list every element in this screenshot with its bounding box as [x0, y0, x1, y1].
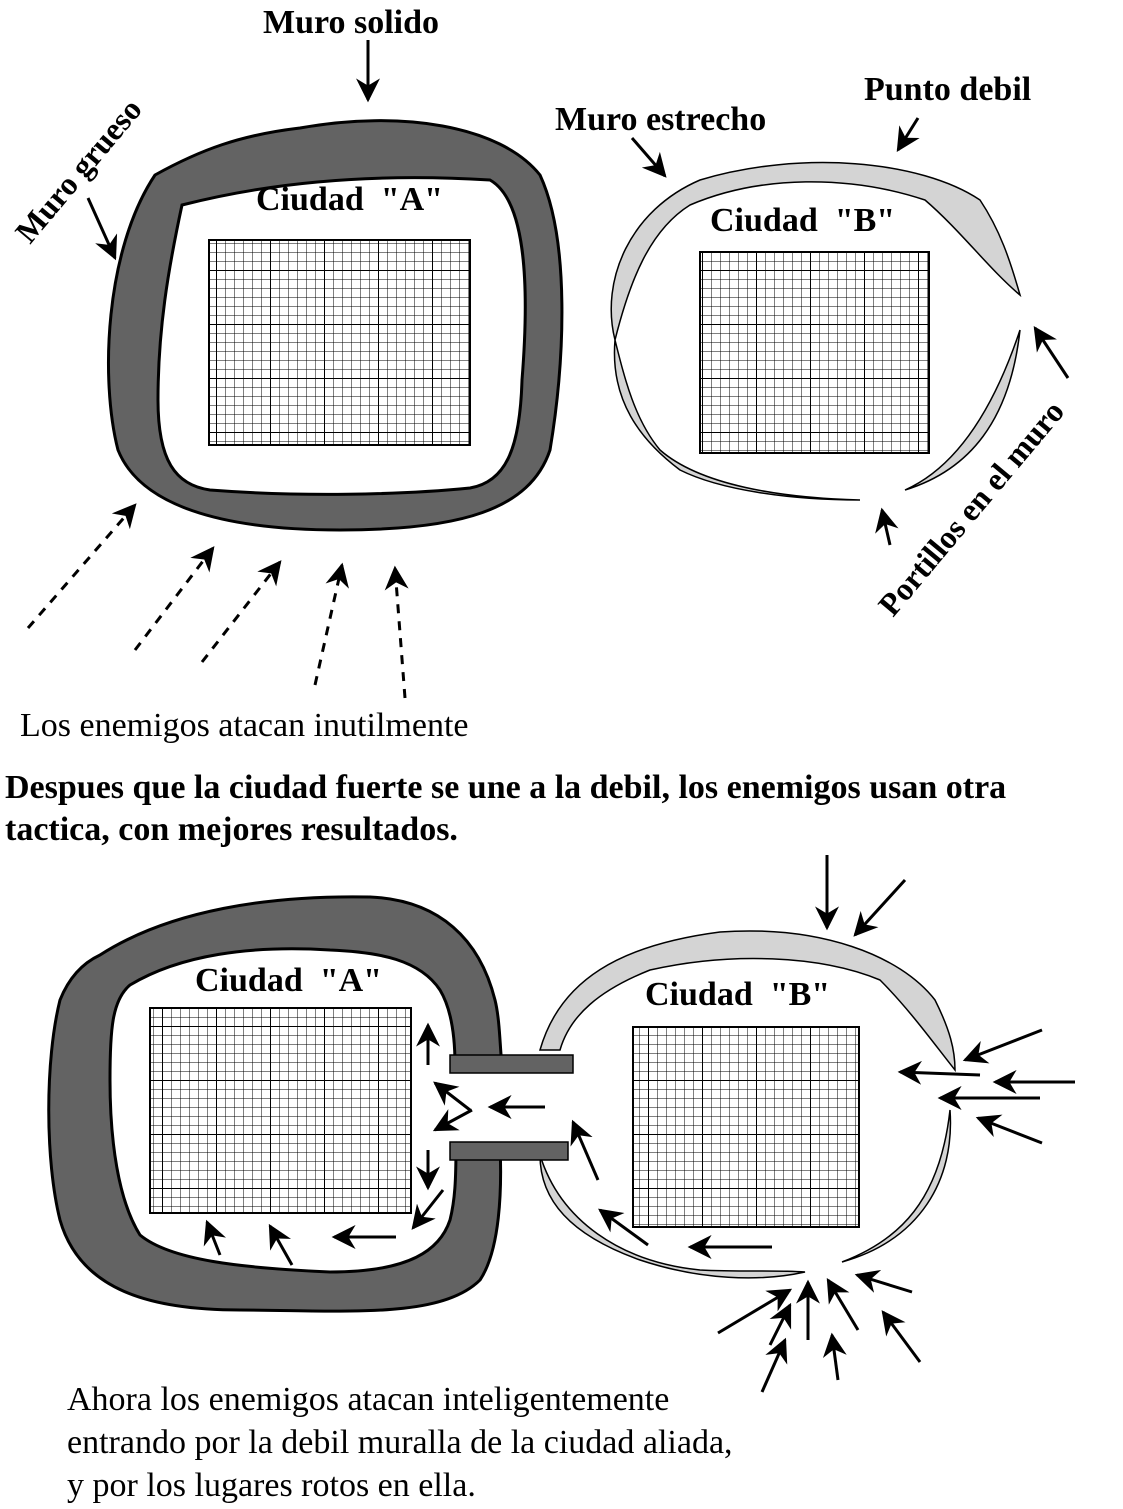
city-a-label-top: Ciudad "A": [256, 181, 443, 218]
city-b-thin-wall-bottom: [539, 930, 956, 1279]
city-a-grid: [208, 239, 471, 446]
arrow-narrow-wall: [630, 137, 667, 178]
arrow-breach-1: [1033, 325, 1070, 379]
label-narrow-wall: Muro estrecho: [555, 101, 766, 138]
dashed-attack-arrows: [26, 503, 409, 699]
dashed-arrow: [26, 503, 137, 629]
attack-arrow: [411, 1189, 445, 1230]
attack-arrow: [975, 1114, 1043, 1145]
city-a-thick-wall: [106, 119, 564, 532]
attack-arrows: [203, 855, 1075, 1393]
corridor-wall-bottom: [449, 1141, 569, 1161]
attack-arrow: [203, 1219, 227, 1256]
dashed-arrow: [384, 565, 409, 699]
city-a-thick-wall-bottom: [47, 895, 504, 1313]
arrow-breach-2: [875, 507, 899, 546]
city-a-label-bottom: Ciudad "A": [195, 962, 382, 999]
arrow-weak-point: [896, 117, 920, 153]
attack-arrow: [822, 1332, 847, 1381]
attack-arrow: [826, 1277, 860, 1331]
middle-explanation: Despues que la ciudad fuerte se une a la…: [5, 769, 1007, 848]
city-b-grid-bottom: [632, 1026, 860, 1228]
city-b-label-top: Ciudad "B": [710, 202, 895, 239]
top-diagram: Muro solido Muro grueso Muro estrecho Pu…: [8, 4, 1071, 744]
attack-arrow: [268, 1223, 294, 1266]
attack-arrow: [897, 1060, 981, 1085]
label-thick-wall: Muro grueso: [8, 91, 149, 249]
attack-arrow: [962, 1028, 1043, 1064]
city-b-grid: [699, 251, 930, 454]
arrow-thick-wall: [86, 197, 118, 261]
attack-arrow: [598, 1208, 649, 1247]
city-a-grid-bottom: [149, 1007, 412, 1214]
attack-arrow: [854, 1269, 913, 1294]
attack-arrow: [570, 1119, 600, 1181]
attack-arrow: [760, 1337, 788, 1393]
attack-arrow: [432, 1108, 473, 1132]
dashed-arrow: [313, 562, 349, 686]
bottom-diagram: Ciudad "A" Ciudad "B": [47, 855, 1075, 1393]
city-b-thin-wall: [610, 161, 1022, 501]
caption-bottom: Ahora los enemigos atacan inteligentemen…: [67, 1381, 733, 1504]
attack-arrow: [853, 878, 907, 937]
label-solid-wall: Muro solido: [263, 4, 439, 41]
label-weak-point: Punto debil: [864, 71, 1031, 108]
caption-top: Los enemigos atacan inutilmente: [20, 707, 468, 744]
attack-arrow: [881, 1310, 922, 1363]
dashed-arrow: [200, 560, 282, 663]
city-b-label-bottom: Ciudad "B": [645, 976, 830, 1013]
dashed-arrow: [133, 546, 215, 651]
attack-arrow: [433, 1081, 471, 1112]
attack-arrow: [717, 1288, 793, 1335]
attack-arrow: [768, 1302, 792, 1346]
corridor-wall-top: [449, 1054, 574, 1074]
